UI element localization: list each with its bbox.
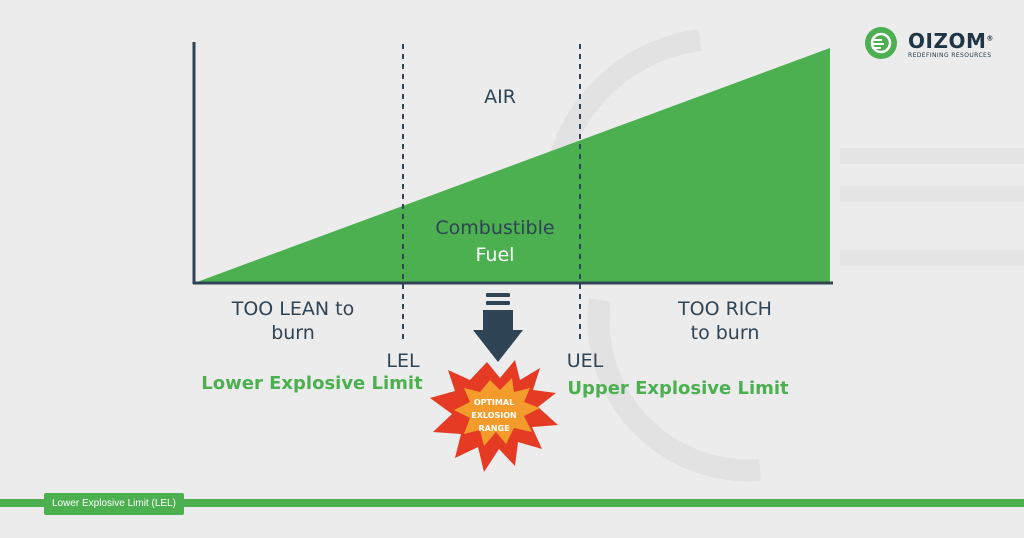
fuel-label: Fuel bbox=[475, 244, 515, 266]
burst-text-line-1: OPTIMAL bbox=[474, 398, 514, 407]
lel-full-label: Lower Explosive Limit bbox=[201, 373, 423, 394]
logo-name: OIZOM® bbox=[908, 29, 994, 53]
too-rich-label-line-2: to burn bbox=[690, 322, 760, 344]
background-stripes bbox=[840, 148, 1024, 266]
burst-text-line-3: RANGE bbox=[478, 424, 509, 433]
logo-name-text: OIZOM bbox=[908, 29, 987, 53]
air-label: AIR bbox=[484, 86, 516, 108]
too-rich-label-line-1: TOO RICH bbox=[678, 298, 772, 320]
uel-full-label: Upper Explosive Limit bbox=[567, 378, 789, 399]
footer-caption: Lower Explosive Limit (LEL) bbox=[44, 493, 184, 515]
burst-text-line-2: EXLOSION bbox=[471, 411, 516, 420]
explosion-burst-icon bbox=[430, 360, 558, 472]
oizom-logo-icon bbox=[865, 27, 897, 59]
uel-abbr-label: UEL bbox=[566, 350, 604, 372]
down-arrow-icon bbox=[473, 293, 523, 362]
footer-bar bbox=[0, 499, 1024, 507]
combustible-label: Combustible bbox=[435, 217, 555, 239]
logo-registered-mark: ® bbox=[986, 34, 994, 43]
oizom-logo: OIZOM® REDEFINING RESOURCES bbox=[864, 26, 994, 60]
too-lean-label-line-2: burn bbox=[271, 322, 315, 344]
too-lean-label-line-1: TOO LEAN to bbox=[231, 298, 355, 320]
combustible-fuel-area bbox=[197, 48, 830, 282]
logo-tagline: REDEFINING RESOURCES bbox=[908, 52, 992, 59]
burst-label: OPTIMAL EXLOSION RANGE bbox=[471, 398, 516, 433]
lel-abbr-label: LEL bbox=[386, 350, 420, 372]
